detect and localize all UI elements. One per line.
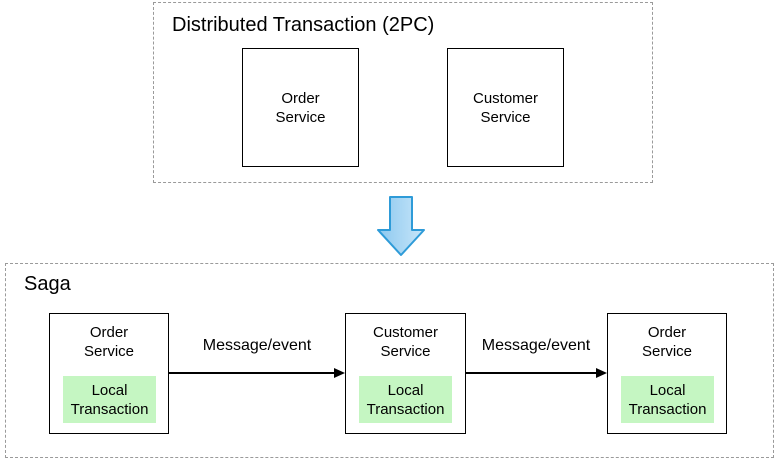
group-2pc-title: Distributed Transaction (2PC) bbox=[172, 14, 435, 36]
saga-node-customer-service: Customer Service Local Transaction bbox=[345, 313, 466, 434]
saga-node-order-service-2-label: Order Service bbox=[641, 324, 693, 360]
local-transaction-box-1: Local Transaction bbox=[63, 376, 156, 423]
saga-node-order-service-2: Order Service Local Transaction bbox=[607, 313, 727, 434]
group-2pc: Distributed Transaction (2PC) Order Serv… bbox=[153, 2, 653, 183]
down-arrow-icon bbox=[377, 196, 425, 256]
group-saga-title: Saga bbox=[24, 273, 71, 295]
local-transaction-box-3: Local Transaction bbox=[621, 376, 714, 423]
message-arrow-1 bbox=[169, 372, 335, 374]
saga-node-order-service-1: Order Service Local Transaction bbox=[49, 313, 169, 434]
node-order-service-2pc: Order Service bbox=[242, 48, 359, 167]
message-arrow-1-head bbox=[334, 368, 345, 378]
saga-node-customer-service-label: Customer Service bbox=[372, 324, 439, 360]
node-order-service-2pc-label: Order Service bbox=[275, 89, 326, 126]
message-arrow-2 bbox=[466, 372, 597, 374]
group-saga: Saga Order Service Local Transaction Mes… bbox=[5, 263, 774, 458]
message-arrow-2-head bbox=[596, 368, 607, 378]
saga-node-order-service-1-label: Order Service bbox=[83, 324, 135, 360]
node-customer-service-2pc: Customer Service bbox=[447, 48, 564, 167]
message-arrow-2-label: Message/event bbox=[481, 337, 591, 354]
node-customer-service-2pc-label: Customer Service bbox=[472, 89, 539, 126]
local-transaction-box-2: Local Transaction bbox=[359, 376, 452, 423]
message-arrow-1-label: Message/event bbox=[202, 337, 312, 354]
